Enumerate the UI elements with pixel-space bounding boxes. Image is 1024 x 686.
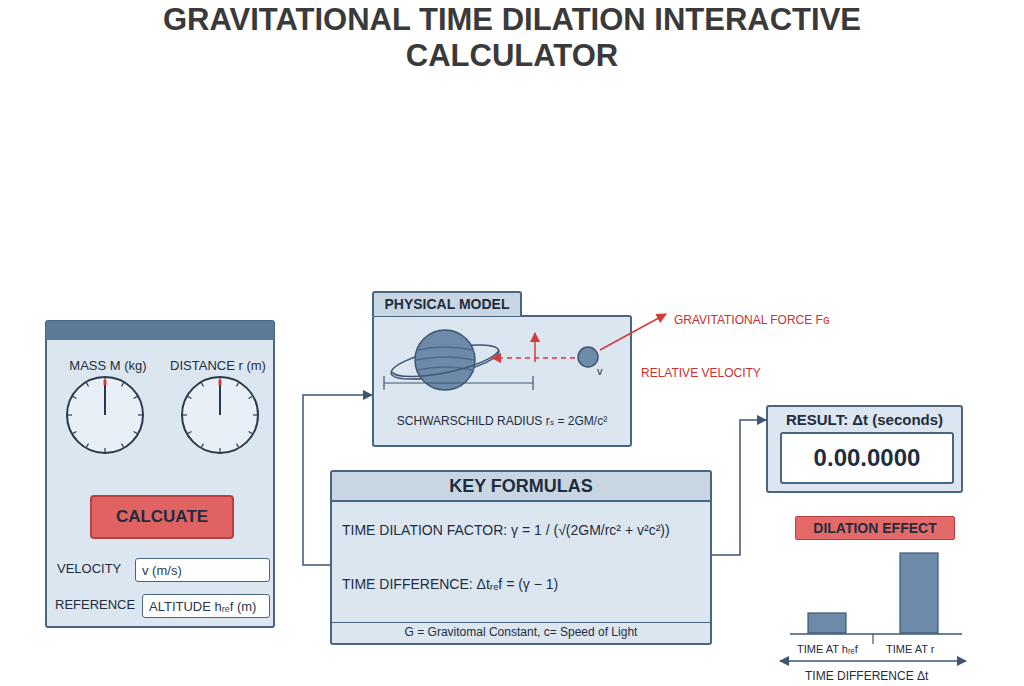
page-title: GRAVITATIONAL TIME DILATION INTERACTIVE …	[162, 2, 862, 74]
label-text: RELATIVE VELOCITY	[641, 366, 761, 380]
dial-tick	[253, 414, 257, 415]
dial-tick	[249, 432, 252, 434]
dial-tick	[188, 432, 191, 434]
node-text: TIME DIFFERENCE: Δtᵣₑf = (γ − 1)	[342, 576, 704, 594]
input-panel: MASS M (kg)DISTANCE r (m) VELOCITY REFEREN…	[45, 320, 275, 628]
node-text: ALTITUDE hᵣₑf (m)	[149, 599, 256, 614]
force-leader	[600, 314, 666, 350]
dial-tick	[73, 397, 76, 399]
node-text: KEY FORMULAS	[332, 472, 710, 502]
distance-dial	[182, 377, 258, 453]
node-text: CALCUATE	[116, 507, 208, 527]
formula-panel: KEY FORMULAS TIME DILATION FACTOR: γ = 1 …	[330, 470, 712, 645]
dial-tick	[237, 383, 239, 386]
label-text: TIME AT r	[886, 643, 935, 655]
node-text: TIME DILATION FACTOR: γ = 1 / (√(2GM/rc²…	[342, 522, 704, 540]
dial-tick	[104, 448, 105, 452]
dial-tick	[87, 383, 89, 386]
velocity-input: v (m/s)	[135, 558, 270, 582]
node-text: VELOCITY	[57, 561, 137, 577]
dial-tick	[249, 397, 252, 399]
dial-tick	[122, 444, 124, 447]
node-text: DISTANCE r (m)	[161, 358, 275, 374]
force-arrow	[492, 357, 575, 359]
label-text: TIME DIFFERENCE Δt	[805, 669, 928, 683]
node-text: RESULT: Δt (seconds)	[768, 411, 961, 430]
effect-badge: DILATION EFFECT	[795, 516, 955, 540]
label-text: v	[597, 365, 603, 377]
node-text: SCHWARSCHILD RADIUS rₛ = 2GM/c²	[380, 414, 624, 429]
node-text: MASS M (kg)	[53, 358, 163, 374]
flow-connector	[712, 420, 766, 555]
node-text: PHYSICAL MODEL	[372, 291, 522, 316]
dial-tick	[219, 448, 220, 452]
panel-header	[46, 321, 274, 340]
result-panel: RESULT: Δt (seconds) 0.00.0000	[766, 405, 963, 493]
label-text: GRAVITATIONAL FORCE Fɢ	[674, 313, 830, 327]
node-text: v (m/s)	[142, 563, 182, 578]
radius-bracket	[384, 376, 533, 390]
model-panel: PHYSICAL MODELSCHWARSCHILD RADIUS rₛ = 2…	[372, 315, 632, 447]
dial-tick	[122, 383, 124, 386]
mass-dial	[67, 377, 143, 453]
flow-connector	[303, 395, 372, 565]
bar-chart	[780, 553, 966, 661]
calculate-button: CALCUATE	[90, 495, 234, 539]
dial-tick	[188, 397, 191, 399]
node-text: G = Gravitomal Constant, c= Speed of Lig…	[332, 622, 710, 643]
node-text: 0.00.0000	[814, 444, 921, 472]
dial-tick	[68, 414, 72, 415]
node-text: REFERENCE	[55, 597, 141, 613]
node-text: DILATION EFFECT	[813, 520, 936, 536]
test-mass	[578, 347, 598, 367]
planet	[388, 330, 501, 390]
dial-tick	[202, 444, 204, 447]
dial-tick	[183, 414, 187, 415]
dial-tick	[237, 444, 239, 447]
result-display: 0.00.0000	[780, 432, 954, 484]
label-text: TIME AT hᵣₑf	[797, 643, 858, 655]
dial-tick	[138, 414, 142, 415]
dial-tick	[202, 383, 204, 386]
dial-tick	[87, 444, 89, 447]
dial-tick	[73, 432, 76, 434]
dial-tick	[134, 432, 137, 434]
dial-tick	[134, 397, 137, 399]
altitude-input: ALTITUDE hᵣₑf (m)	[142, 594, 270, 618]
up-arrow	[534, 333, 536, 362]
